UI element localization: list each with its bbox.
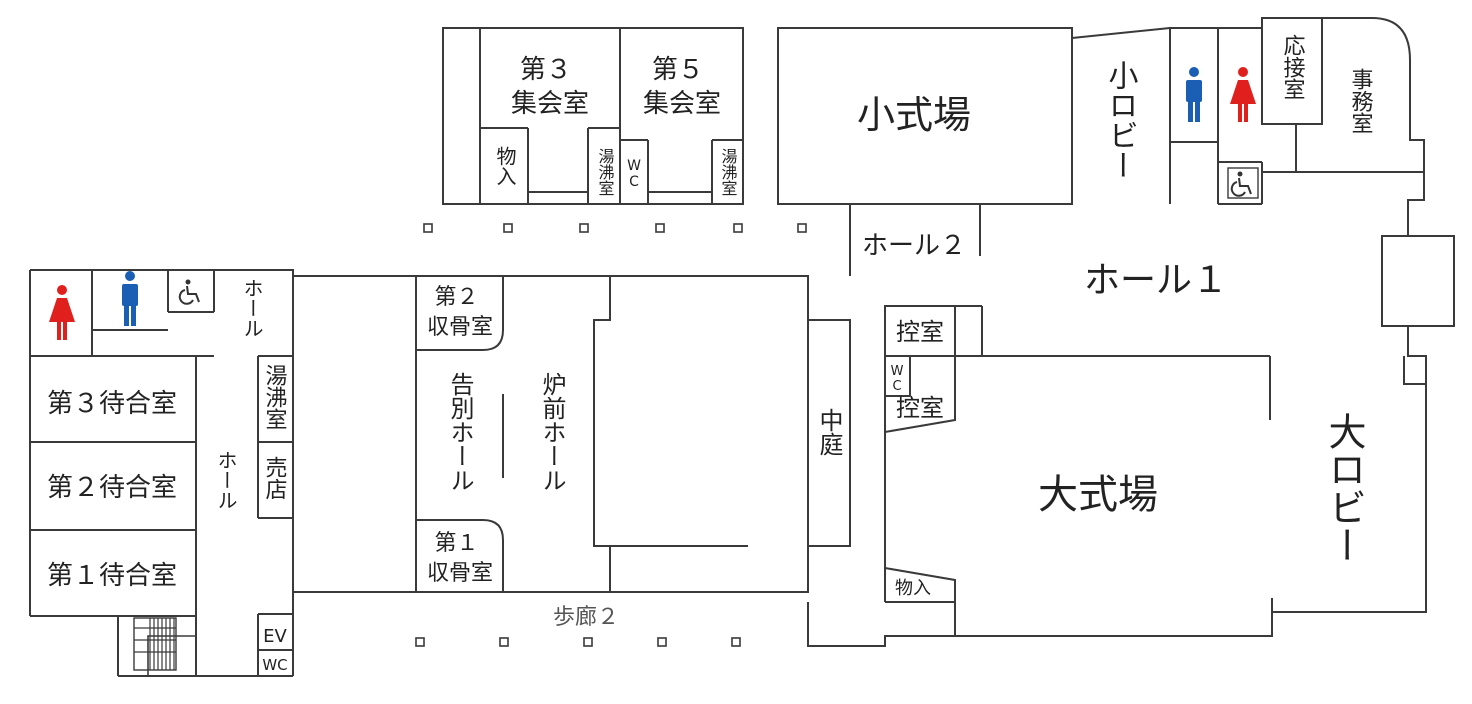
label-waiting3: 第３待合室 (47, 389, 177, 419)
label-reception: 応接室 (1280, 34, 1306, 100)
label-corridor2: 歩廊２ (553, 605, 619, 630)
pillars (415, 223, 807, 647)
label-waiting1: 第１待合室 (47, 561, 177, 591)
wheelchair-icon-left (178, 279, 200, 305)
label-waiting2: 第２待合室 (47, 473, 177, 503)
label-large-ceremony: 大式場 (1038, 472, 1158, 518)
label-wc-left: WC (262, 656, 287, 674)
male-restroom-icon (1186, 67, 1202, 122)
courtyard-outline (807, 319, 851, 547)
label-hall-left: ホール (214, 450, 238, 510)
wheelchair-icon (1227, 167, 1259, 199)
label-meeting3: 第３ 集会室 (511, 55, 589, 119)
office-block (1170, 17, 1455, 613)
female-restroom-icon-left (49, 285, 75, 340)
label-kettle-top-right: 湯沸室 (719, 148, 738, 196)
label-storage-top: 物入 (493, 146, 517, 186)
waiting-block (29, 269, 294, 677)
label-furnace-hall: 炉前ホール (538, 372, 566, 492)
label-farewell-hall: 告別ホール (446, 372, 474, 492)
label-wc-mid: WC (890, 364, 905, 394)
label-wc-top: WC (626, 158, 642, 190)
staircase-icon (133, 617, 196, 676)
label-office: 事務室 (1348, 68, 1374, 134)
label-kettle-top-left: 湯沸室 (596, 148, 615, 196)
meeting-block (442, 27, 744, 205)
label-storage-mid: 物入 (895, 578, 931, 599)
label-shop: 売店 (262, 456, 288, 500)
label-kettle-left: 湯沸室 (262, 364, 288, 430)
label-small-lobby: 小ロビー (1103, 60, 1139, 180)
label-hall-left-top: ホール (240, 278, 264, 338)
label-small-ceremony: 小式場 (857, 93, 971, 137)
male-restroom-icon-left (122, 271, 138, 326)
label-hall1: ホール１ (1084, 260, 1228, 301)
large-ceremony-block (807, 305, 1273, 647)
label-ev: EV (263, 626, 287, 647)
female-restroom-icon (1230, 67, 1256, 122)
label-ossuary1: 第１ 収骨室 (427, 531, 493, 586)
label-meeting5: 第５ 集会室 (643, 55, 721, 119)
label-ossuary2: 第２ 収骨室 (427, 285, 493, 340)
label-courtyard: 中庭 (815, 408, 843, 456)
label-waiting-room-b: 控室 (896, 394, 944, 422)
label-large-lobby: 大ロビー (1322, 412, 1366, 564)
label-hall2: ホール２ (862, 231, 966, 261)
label-waiting-room-a: 控室 (896, 318, 944, 346)
